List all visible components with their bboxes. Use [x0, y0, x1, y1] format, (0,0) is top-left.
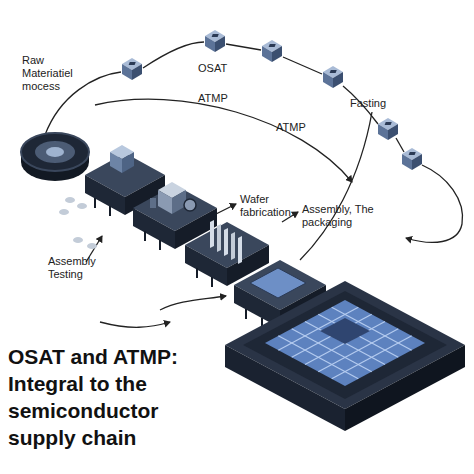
callout-label: Assembly Testing [48, 255, 118, 281]
callout-label: OSAT [198, 62, 248, 75]
callout-label: Assembly, The packaging [302, 203, 394, 229]
callout-label: Wafer fabrication [240, 193, 310, 219]
process-cube [122, 30, 422, 170]
diagram-title: OSAT and ATMP: Integral to the semicondu… [8, 343, 223, 451]
callout-label: Raw Materiatiel mocess [22, 54, 94, 93]
callout-label: ATMP [198, 92, 248, 105]
callout-label: Fasting [350, 97, 410, 110]
wafer-dots [59, 197, 97, 249]
callout-label: ATMP [276, 121, 326, 134]
flow-line [45, 42, 463, 327]
raw-station [85, 145, 165, 216]
package-platform [225, 281, 465, 431]
material-disk [21, 133, 89, 181]
